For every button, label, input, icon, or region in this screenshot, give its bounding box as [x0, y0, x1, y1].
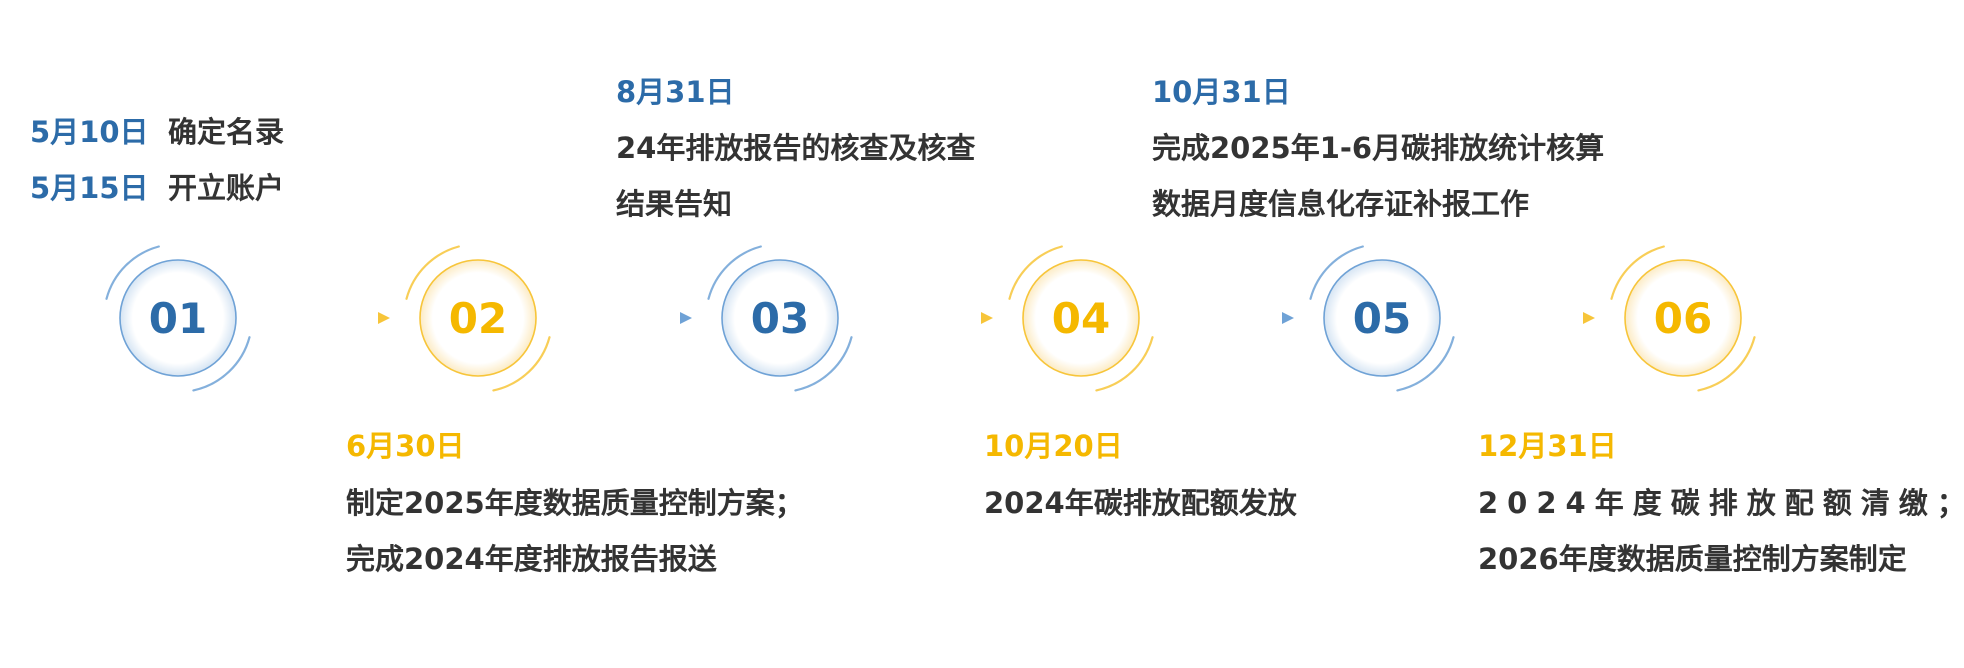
step-01-date-1: 5月10日 [30, 115, 149, 149]
step-01-arc-top [105, 245, 160, 300]
step-04-arc-top [1008, 245, 1063, 300]
step-01-number: 01 [149, 294, 207, 343]
connector-01-arrowhead [378, 312, 390, 324]
step-02-circle [419, 259, 537, 377]
step-03-line-2: 结果告知 [616, 187, 733, 221]
step-05-circle [1323, 259, 1441, 377]
step-05-number: 05 [1353, 294, 1411, 343]
step-06-arc-bottom [1697, 336, 1756, 392]
step-02-arc-top [405, 245, 460, 300]
step-04-date: 10月20日 [984, 429, 1123, 463]
step-02-date: 6月30日 [346, 429, 465, 463]
step-02-line-1: 制定2025年度数据质量控制方案； [346, 486, 804, 520]
step-05-arc-bottom [1396, 336, 1455, 392]
step-03-number: 03 [751, 294, 809, 343]
step-01-circle [119, 259, 237, 377]
step-01-arc-bottom [192, 336, 251, 392]
step-04-line-1: 2024年碳排放配额发放 [984, 486, 1297, 520]
step-05-date: 10月31日 [1152, 75, 1291, 109]
step-03-arc-bottom [794, 336, 853, 392]
step-01-text-1: 确定名录 [168, 115, 285, 149]
step-01-text-2: 开立账户 [168, 171, 285, 205]
step-02-line-2: 完成2024年度排放报告报送 [346, 542, 717, 576]
step-03-date: 8月31日 [616, 75, 735, 109]
step-06-arc-top [1610, 245, 1665, 300]
step-06-number: 06 [1654, 294, 1712, 343]
connector-02-arrowhead [680, 312, 692, 324]
step-03-arc-top [707, 245, 762, 300]
step-05-arc-top [1309, 245, 1364, 300]
step-05-line-1: 完成2025年1-6月碳排放统计核算 [1152, 131, 1605, 165]
step-05-line-2: 数据月度信息化存证补报工作 [1152, 187, 1530, 221]
connector-05-arrowhead [1583, 312, 1595, 324]
step-04-arc-bottom [1095, 336, 1154, 392]
step-06-line-1: 2024年度碳排放配额清缴； [1478, 486, 1964, 520]
step-02-arc-bottom [492, 336, 551, 392]
step-06-date: 12月31日 [1478, 429, 1617, 463]
step-06-circle [1624, 259, 1742, 377]
step-03-line-1: 24年排放报告的核查及核查 [616, 131, 976, 165]
step-04-number: 04 [1052, 294, 1110, 343]
connector-04-arrowhead [1282, 312, 1294, 324]
step-03-circle [721, 259, 839, 377]
step-04-circle [1022, 259, 1140, 377]
step-02-number: 02 [449, 294, 507, 343]
step-01-date-2: 5月15日 [30, 171, 149, 205]
step-06-line-2: 2026年度数据质量控制方案制定 [1478, 542, 1907, 576]
connector-03-arrowhead [981, 312, 993, 324]
